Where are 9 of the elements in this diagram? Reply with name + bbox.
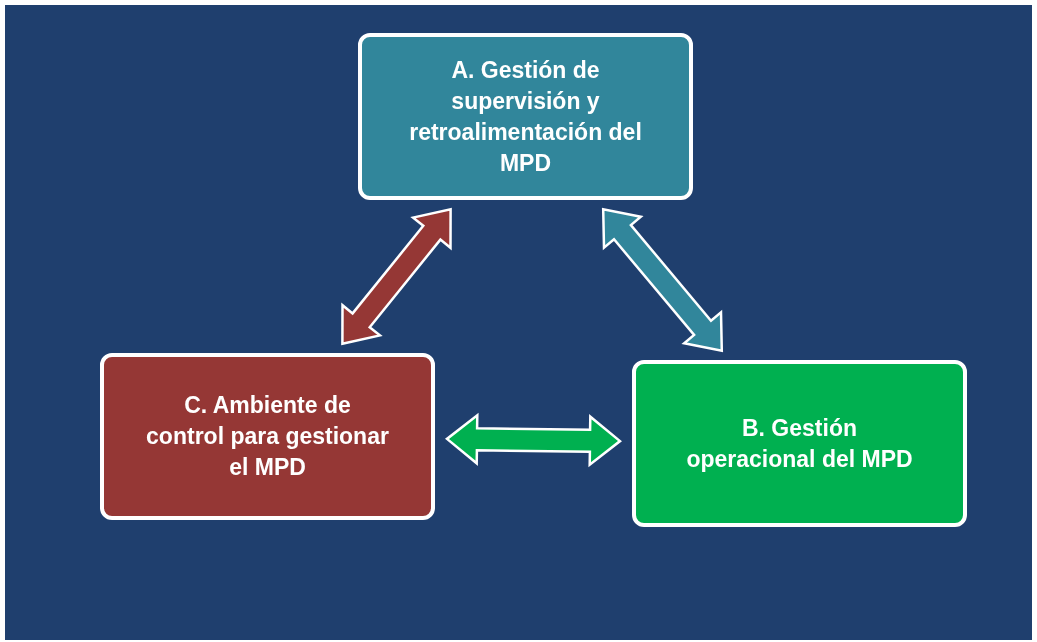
box-label: A. Gestión de supervisión y retroalimentación del MPD — [408, 55, 643, 178]
process-box — [358, 33, 693, 200]
box-label: C. Ambiente de control para gestionar el MPD — [145, 391, 390, 482]
double-arrow — [341, 207, 452, 346]
double-arrow — [445, 412, 622, 468]
process-box — [100, 353, 435, 520]
box-label: B. Gestión operacional del MPD — [685, 413, 914, 474]
double-arrow — [601, 207, 724, 353]
process-box — [632, 360, 967, 527]
